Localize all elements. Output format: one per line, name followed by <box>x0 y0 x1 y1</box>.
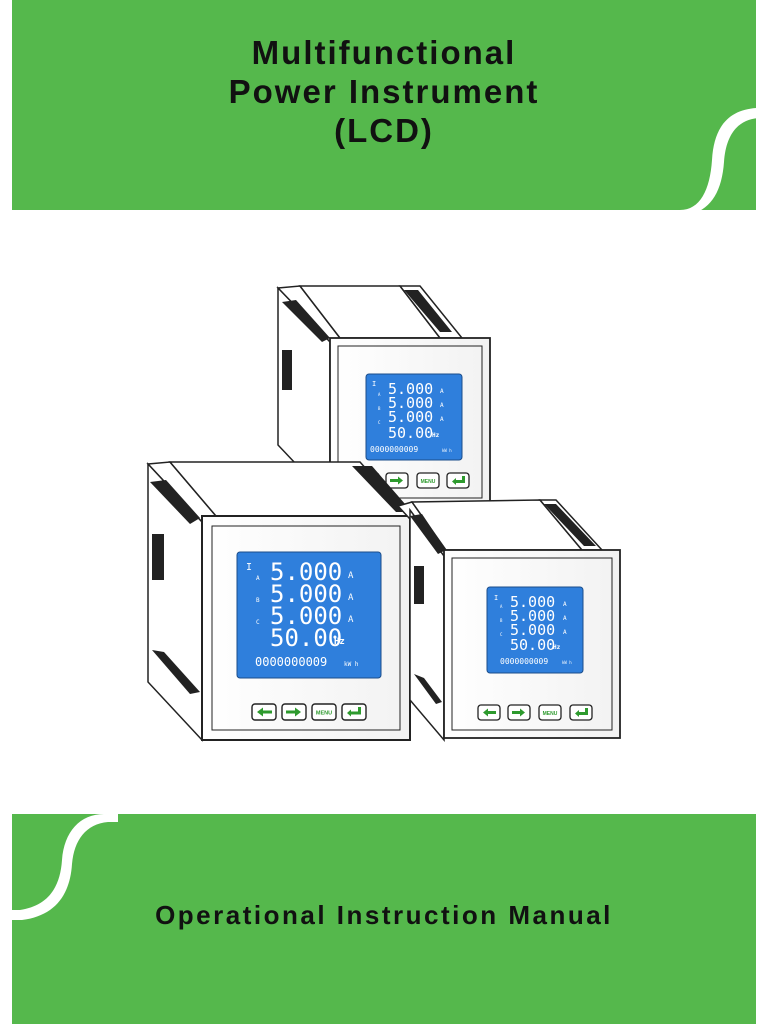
header-swirl-decoration <box>680 108 768 214</box>
header-banner <box>12 0 756 210</box>
left-unit-unit-a: A <box>348 571 354 581</box>
left-unit-phase-c: C <box>256 619 260 626</box>
right-unit-phase-b: B <box>500 618 503 623</box>
top-unit-reading-a: 5.000 <box>388 380 433 398</box>
top-unit: I A B C 5.000 5.000 5.000 A A A 50.00 Hz… <box>276 285 491 507</box>
right-unit-enter-button[interactable] <box>569 704 593 721</box>
top-unit-frequency-unit: Hz <box>432 432 440 439</box>
top-unit-energy: 0000000009 <box>370 445 418 454</box>
left-unit-menu-button[interactable]: MENU <box>311 703 337 721</box>
top-unit-unit-a: A <box>440 388 444 395</box>
left-unit-energy-unit: kW h <box>344 661 359 668</box>
right-unit-energy-unit: kW h <box>562 660 572 665</box>
left-unit-unit-b: A <box>348 593 354 603</box>
top-unit-unit-c: A <box>440 416 444 423</box>
left-unit-reading-a: 5.000 <box>270 558 342 586</box>
right-arrow-icon <box>286 707 301 717</box>
top-unit-menu-button[interactable]: MENU <box>416 472 440 489</box>
left-unit: I A B C 5.000 5.000 5.000 A A A 50.00 Hz… <box>146 461 412 742</box>
left-unit-phase-b: B <box>256 597 260 604</box>
enter-icon <box>452 476 465 485</box>
manual-subtitle: Operational Instruction Manual <box>155 900 613 930</box>
right-unit-menu-button[interactable]: MENU <box>538 704 562 721</box>
top-unit-menu-label: MENU <box>421 479 436 485</box>
instrument-illustration: I A B C 5.000 5.000 5.000 A A A 50.00 Hz… <box>146 285 621 743</box>
enter-icon <box>575 708 588 717</box>
left-unit-right-button[interactable] <box>281 703 307 721</box>
footer-swirl-decoration <box>0 814 118 920</box>
left-arrow-icon <box>257 707 272 717</box>
right-unit-frequency: 50.00 <box>510 636 555 654</box>
left-unit-enter-button[interactable] <box>341 703 367 721</box>
right-unit-reading-b: 5.000 <box>510 607 555 625</box>
left-unit-reading-b: 5.000 <box>270 580 342 608</box>
right-unit-unit-b: A <box>563 615 567 622</box>
left-unit-menu-label: MENU <box>316 711 332 717</box>
top-unit-phase-b: B <box>378 406 381 411</box>
right-unit-frequency-unit: Hz <box>553 644 561 651</box>
right-unit-unit-a: A <box>563 601 567 608</box>
right-arrow-icon <box>512 708 525 717</box>
top-unit-phase-c: C <box>378 420 381 425</box>
top-unit-phase-label: I <box>372 380 376 388</box>
left-unit-phase-label: I <box>246 562 252 573</box>
top-unit-reading-c: 5.000 <box>388 408 433 426</box>
left-unit-frequency: 50.00 <box>270 624 342 652</box>
left-unit-phase-a: A <box>256 575 260 582</box>
left-arrow-icon <box>483 708 496 717</box>
right-unit-left-button[interactable] <box>477 704 501 721</box>
top-unit-right-button[interactable] <box>385 472 409 489</box>
right-unit-phase-c: C <box>500 632 503 637</box>
document-title: Multifunctional Power Instrument (LCD) <box>0 36 768 153</box>
right-unit: I A B C 5.000 5.000 5.000 A A A 50.00 Hz… <box>396 499 621 743</box>
top-unit-reading-b: 5.000 <box>388 394 433 412</box>
right-unit-reading-c: 5.000 <box>510 621 555 639</box>
right-unit-phase-label: I <box>494 594 498 602</box>
title-line-1: Multifunctional <box>251 34 517 71</box>
right-unit-unit-c: A <box>563 629 567 636</box>
left-unit-left-button[interactable] <box>251 703 277 721</box>
right-unit-phase-a: A <box>500 604 503 609</box>
top-unit-unit-b: A <box>440 402 444 409</box>
top-unit-phase-a: A <box>378 392 381 397</box>
right-arrow-icon <box>390 476 403 485</box>
left-unit-energy: 0000000009 <box>255 655 327 669</box>
left-unit-reading-c: 5.000 <box>270 602 342 630</box>
right-unit-energy: 0000000009 <box>500 657 548 666</box>
right-unit-right-button[interactable] <box>507 704 531 721</box>
title-line-3: (LCD) <box>334 112 434 149</box>
footer-banner <box>12 814 756 1024</box>
right-unit-menu-label: MENU <box>543 711 558 717</box>
right-unit-reading-a: 5.000 <box>510 593 555 611</box>
top-unit-frequency: 50.00 <box>388 424 433 442</box>
left-unit-unit-c: A <box>348 615 354 625</box>
enter-icon <box>347 707 361 717</box>
left-unit-frequency-unit: Hz <box>334 637 345 647</box>
top-unit-enter-button[interactable] <box>446 472 470 489</box>
title-line-2: Power Instrument <box>228 73 540 110</box>
top-unit-energy-unit: kW h <box>442 448 452 453</box>
